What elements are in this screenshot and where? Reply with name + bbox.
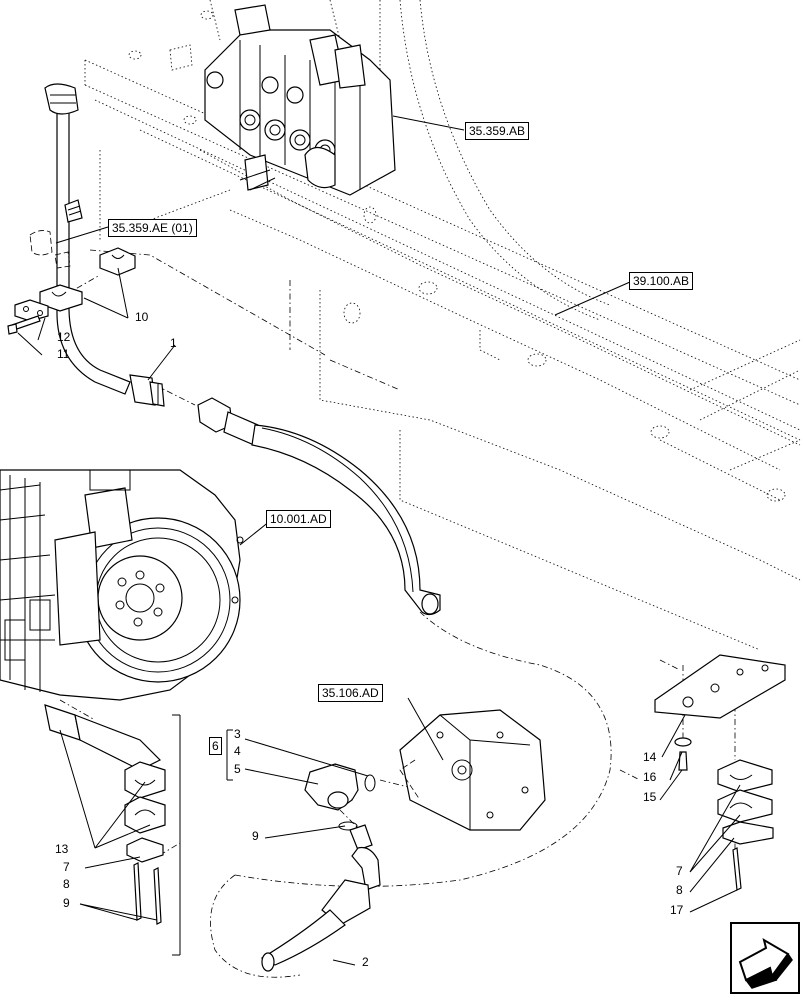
callout-4: 4	[234, 744, 241, 758]
callout-9-mid: 9	[252, 829, 259, 843]
hose-upper	[197, 397, 441, 616]
callout-1: 1	[170, 336, 177, 350]
ref-valve-section-label[interactable]: 35.359.AE (01)	[108, 219, 197, 237]
callout-10: 10	[135, 310, 149, 324]
ref-chassis-label[interactable]: 39.100.AB	[629, 272, 694, 290]
ref-pump-label[interactable]: 35.106.AD	[318, 684, 383, 702]
callout-7-right: 7	[676, 864, 683, 878]
callout-11: 11	[57, 347, 70, 361]
left-bracket-parts	[44, 704, 181, 956]
callout-9-left: 9	[63, 896, 70, 910]
callout-8-left: 8	[63, 877, 70, 891]
callout-16: 16	[643, 770, 657, 784]
callout-17: 17	[670, 903, 684, 917]
tube-assembly	[29, 83, 165, 407]
hose-lower	[260, 824, 381, 972]
next-page-button[interactable]	[730, 922, 800, 994]
callout-8-right: 8	[676, 883, 683, 897]
callout-3: 3	[234, 727, 241, 741]
callout-13: 13	[55, 842, 69, 856]
callout-15: 15	[643, 790, 657, 804]
callout-2: 2	[362, 955, 369, 969]
tube-clamp-parts	[7, 247, 136, 335]
control-valve	[204, 4, 396, 196]
ref-valve-label[interactable]: 35.359.AB	[465, 122, 530, 140]
next-page-arrow-icon	[738, 937, 793, 989]
callout-5: 5	[234, 762, 241, 776]
engine-assembly	[0, 469, 244, 701]
right-bracket-parts	[654, 654, 786, 891]
chassis-frame	[84, 0, 801, 651]
ref-engine-label[interactable]: 10.001.AD	[266, 510, 331, 528]
callout-7-left: 7	[63, 860, 70, 874]
callout-12: 12	[57, 330, 71, 344]
callout-14: 14	[643, 750, 657, 764]
leader-lines	[17, 115, 741, 966]
elbow-fitting	[304, 763, 376, 831]
hydraulic-pump	[399, 709, 546, 831]
callout-6-box: 6	[209, 737, 222, 755]
